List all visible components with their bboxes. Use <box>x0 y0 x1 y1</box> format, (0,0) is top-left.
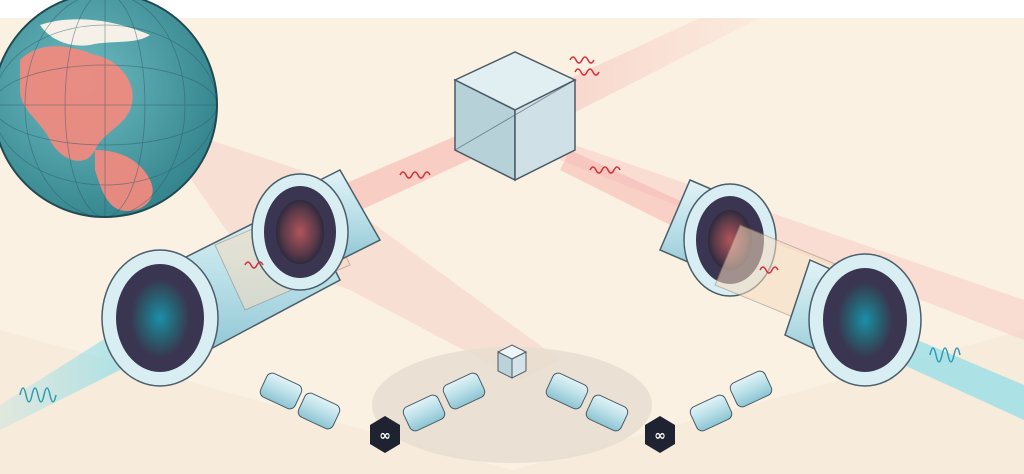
central-platform <box>372 347 652 463</box>
infinity-badge-left: ∞ <box>370 416 400 453</box>
svg-text:∞: ∞ <box>654 428 666 444</box>
photon-wave <box>244 56 779 274</box>
globe-icon <box>0 0 218 218</box>
memory-cylinder-left-back <box>251 169 382 291</box>
small-memory-module-2 <box>402 372 486 432</box>
beam-right-to-cube <box>560 150 700 235</box>
small-beam-splitter-cube <box>496 344 528 379</box>
svg-text:∞: ∞ <box>379 428 391 444</box>
photon-wave-blue <box>19 347 961 403</box>
top-white-strip <box>0 0 1024 18</box>
beam-splitter-cube <box>453 51 577 182</box>
beam-cube-top-right <box>540 18 760 120</box>
floor-plane <box>0 330 1024 474</box>
small-memory-module-4 <box>689 370 773 432</box>
small-memory-module-1 <box>259 372 341 430</box>
small-memory-module-3 <box>545 372 629 432</box>
infinity-badge-right: ∞ <box>645 416 675 453</box>
memory-cylinder-right-front <box>784 253 922 387</box>
